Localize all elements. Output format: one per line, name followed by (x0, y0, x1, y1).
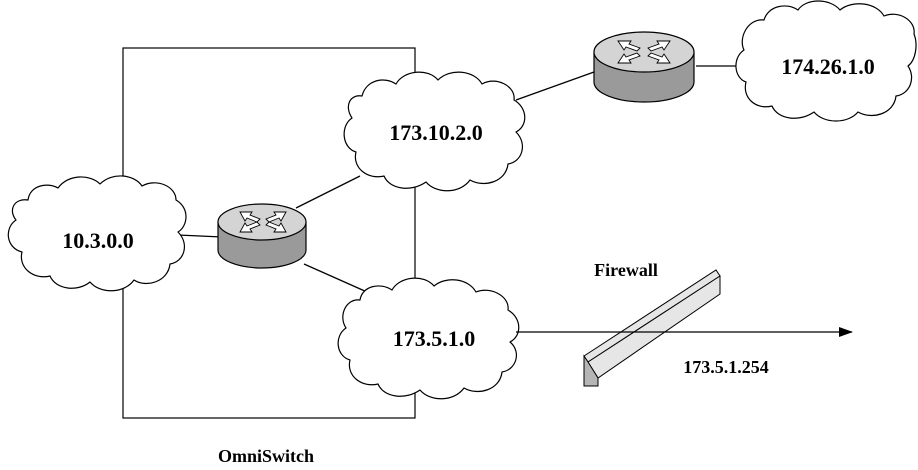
cloud-icon (735, 0, 917, 122)
network-label-173-5-1-0: 173.5.1.0 (393, 326, 476, 351)
cloud-icon (7, 175, 187, 292)
cloud-icon (343, 71, 526, 192)
omniswitch-label: OmniSwitch (218, 446, 314, 466)
router-icon (593, 31, 695, 103)
link-173-10-to-router2 (515, 71, 595, 101)
link-router-to-173-10 (295, 175, 361, 209)
cloud-icon (337, 277, 520, 400)
network-label-173-10-2-0: 173.10.2.0 (389, 120, 483, 145)
network-label-174-26-1-0: 174.26.1.0 (781, 54, 875, 79)
router-icon (217, 203, 307, 269)
firewall-label: Firewall (594, 260, 658, 280)
firewall-icon (583, 269, 721, 387)
link-router-to-10 (177, 234, 223, 238)
network-label-10-3-0-0: 10.3.0.0 (62, 228, 134, 253)
firewall-ip-label: 173.5.1.254 (683, 357, 769, 377)
